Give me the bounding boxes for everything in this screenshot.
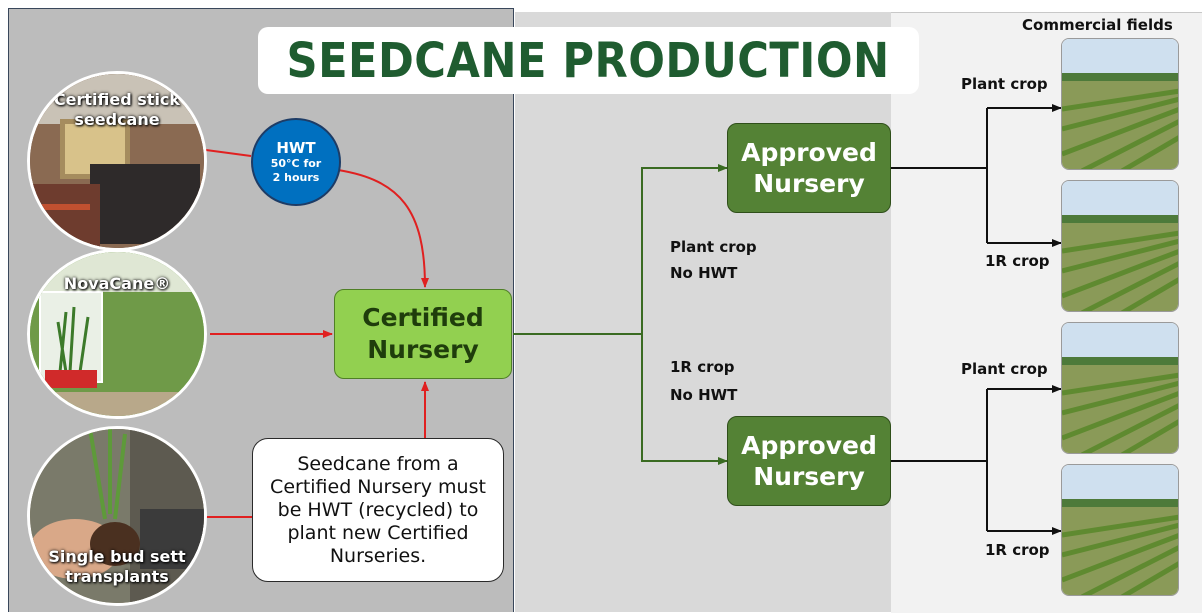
photo-stick-seedcane: Certified stick seedcane <box>27 71 207 251</box>
hwt-node: HWT 50°C for 2 hours <box>251 118 341 206</box>
page-title: SEEDCANE PRODUCTION <box>286 32 891 89</box>
photo-novacane: NovaCane® <box>27 249 207 419</box>
arrow-to-approved-lower <box>641 334 728 465</box>
branch-upper-crop: Plant crop <box>670 238 757 256</box>
single-bud-sett-image <box>30 429 204 603</box>
label-single-bud-sett: Single bud sett transplants <box>48 547 186 586</box>
branch-upper-treatment: No HWT <box>670 264 738 282</box>
field-label-ratoon-crop-1: 1R crop <box>985 252 1050 270</box>
field-photo-2 <box>1061 180 1179 312</box>
approved-nursery-upper: Approved Nursery <box>727 123 891 213</box>
certified-nursery-line1: Certified <box>362 303 484 332</box>
arrow-to-approved-upper <box>641 164 728 334</box>
approved-lower-line1: Approved <box>741 431 877 460</box>
recycling-note: Seedcane from a Certified Nursery must b… <box>252 438 504 582</box>
approved-upper-line2: Nursery <box>753 169 865 198</box>
branch-label-lower: 1R crop No HWT <box>670 353 737 409</box>
field-image <box>1062 39 1178 169</box>
field-label-plant-crop-1: Plant crop <box>961 75 1048 93</box>
approved-lower-line2: Nursery <box>753 462 865 491</box>
arrow-stick-to-hwt <box>205 149 252 157</box>
novacane-image <box>30 252 204 416</box>
field-photo-3 <box>1061 322 1179 454</box>
field-image <box>1062 323 1178 453</box>
branch-lower-crop: 1R crop <box>670 358 735 376</box>
stick-seedcane-image <box>30 74 204 248</box>
photo-single-bud-sett: Single bud sett transplants <box>27 426 207 606</box>
certified-nursery-node: Certified Nursery <box>334 289 512 379</box>
label-novacane: NovaCane® <box>63 274 171 293</box>
field-image <box>1062 181 1178 311</box>
hwt-detail-line2: 2 hours <box>272 170 320 184</box>
certified-nursery-line2: Nursery <box>367 335 479 364</box>
hwt-detail-line1: 50°C for <box>270 156 322 170</box>
field-label-plant-crop-2: Plant crop <box>961 360 1048 378</box>
approved-upper-line1: Approved <box>741 138 877 167</box>
hwt-title: HWT <box>276 138 316 157</box>
label-stick-seedcane: Certified stick seedcane <box>53 90 181 129</box>
approved-nursery-panel <box>515 12 891 612</box>
commercial-fields-heading: Commercial fields <box>1022 16 1173 34</box>
field-photo-4 <box>1061 464 1179 596</box>
recycling-note-text: Seedcane from a Certified Nursery must b… <box>270 452 486 567</box>
branch-lower-treatment: No HWT <box>670 386 738 404</box>
field-image <box>1062 465 1178 595</box>
arrow-hwt-to-certified <box>337 169 429 288</box>
title-banner: SEEDCANE PRODUCTION <box>258 27 919 94</box>
approved-nursery-lower: Approved Nursery <box>727 416 891 506</box>
branch-label-upper: Plant crop No HWT <box>670 234 757 286</box>
field-photo-1 <box>1061 38 1179 170</box>
field-label-ratoon-crop-2: 1R crop <box>985 541 1050 559</box>
